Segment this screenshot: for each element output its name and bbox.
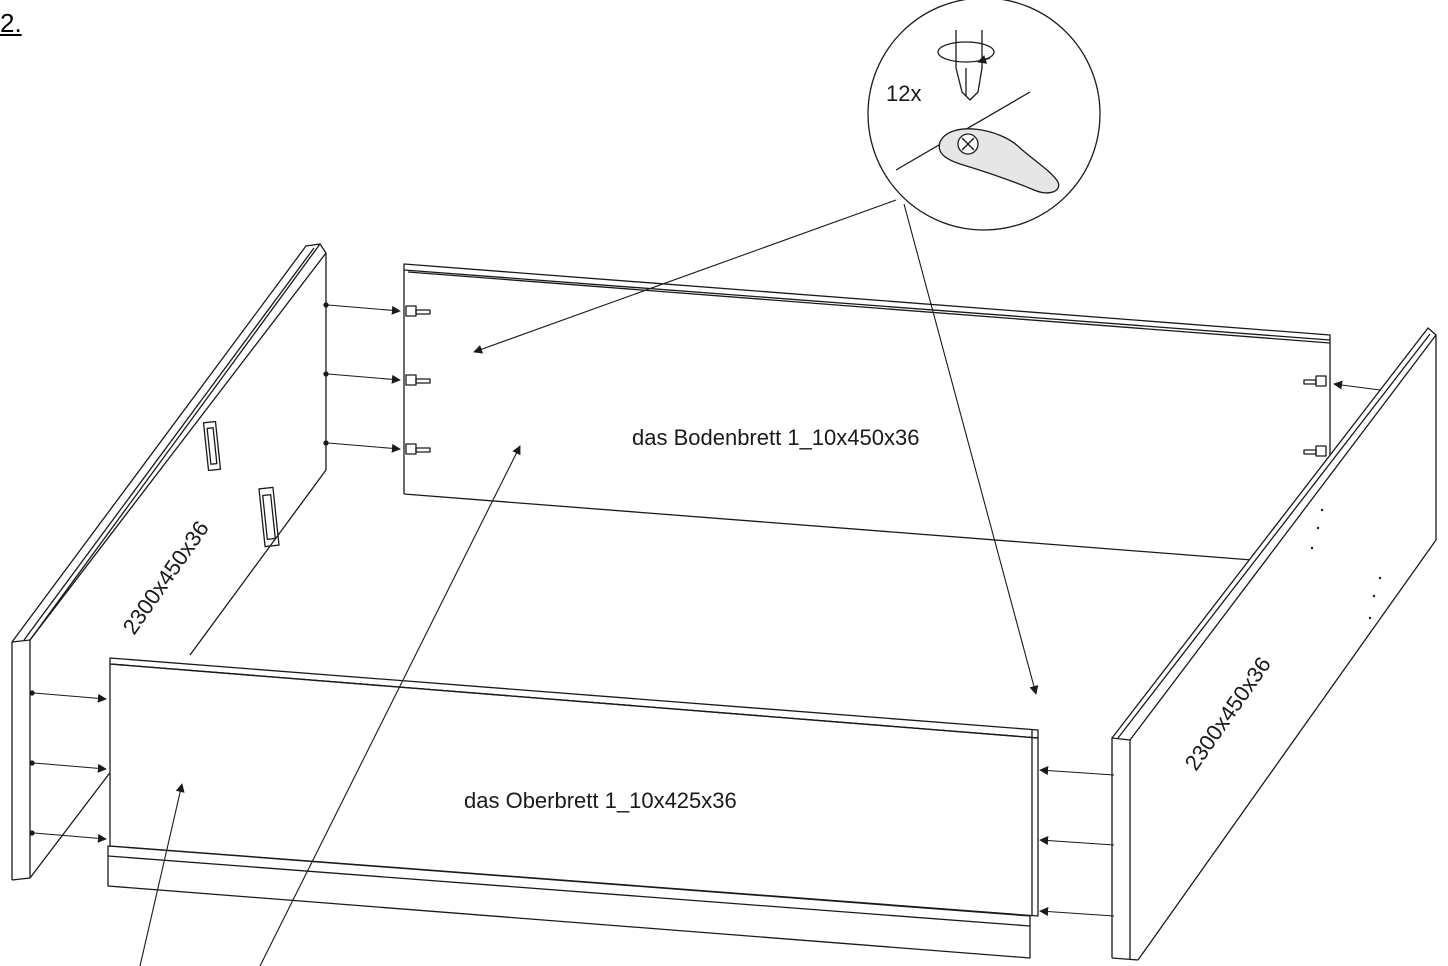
left-panel-hinge-plates — [202, 420, 280, 548]
top-board-label: das Oberbrett 1_10x425x36 — [464, 788, 737, 813]
callout-quantity-label: 12x — [886, 81, 921, 106]
left-side-dimension-label: 2300x450x36 — [118, 516, 214, 639]
callout-pointer-lines — [139, 199, 1039, 966]
right-side-panel — [1111, 327, 1437, 961]
bottom-board-label: das Bodenbrett 1_10x450x36 — [632, 425, 919, 450]
top-board-panel — [107, 657, 1039, 959]
detail-callout — [867, 0, 1101, 231]
right-side-dimension-label: 2300x450x36 — [1180, 652, 1276, 775]
back-board-connectors — [405, 305, 1327, 457]
step-number: 2. — [0, 8, 22, 38]
cam-lock-fitting-icon — [938, 128, 1060, 194]
assembly-arrows — [33, 304, 1381, 917]
screwdriver-icon — [937, 30, 995, 101]
left-side-panel — [11, 243, 327, 881]
right-panel-dowel-holes — [1310, 508, 1382, 620]
bottom-board-panel — [403, 263, 1331, 561]
